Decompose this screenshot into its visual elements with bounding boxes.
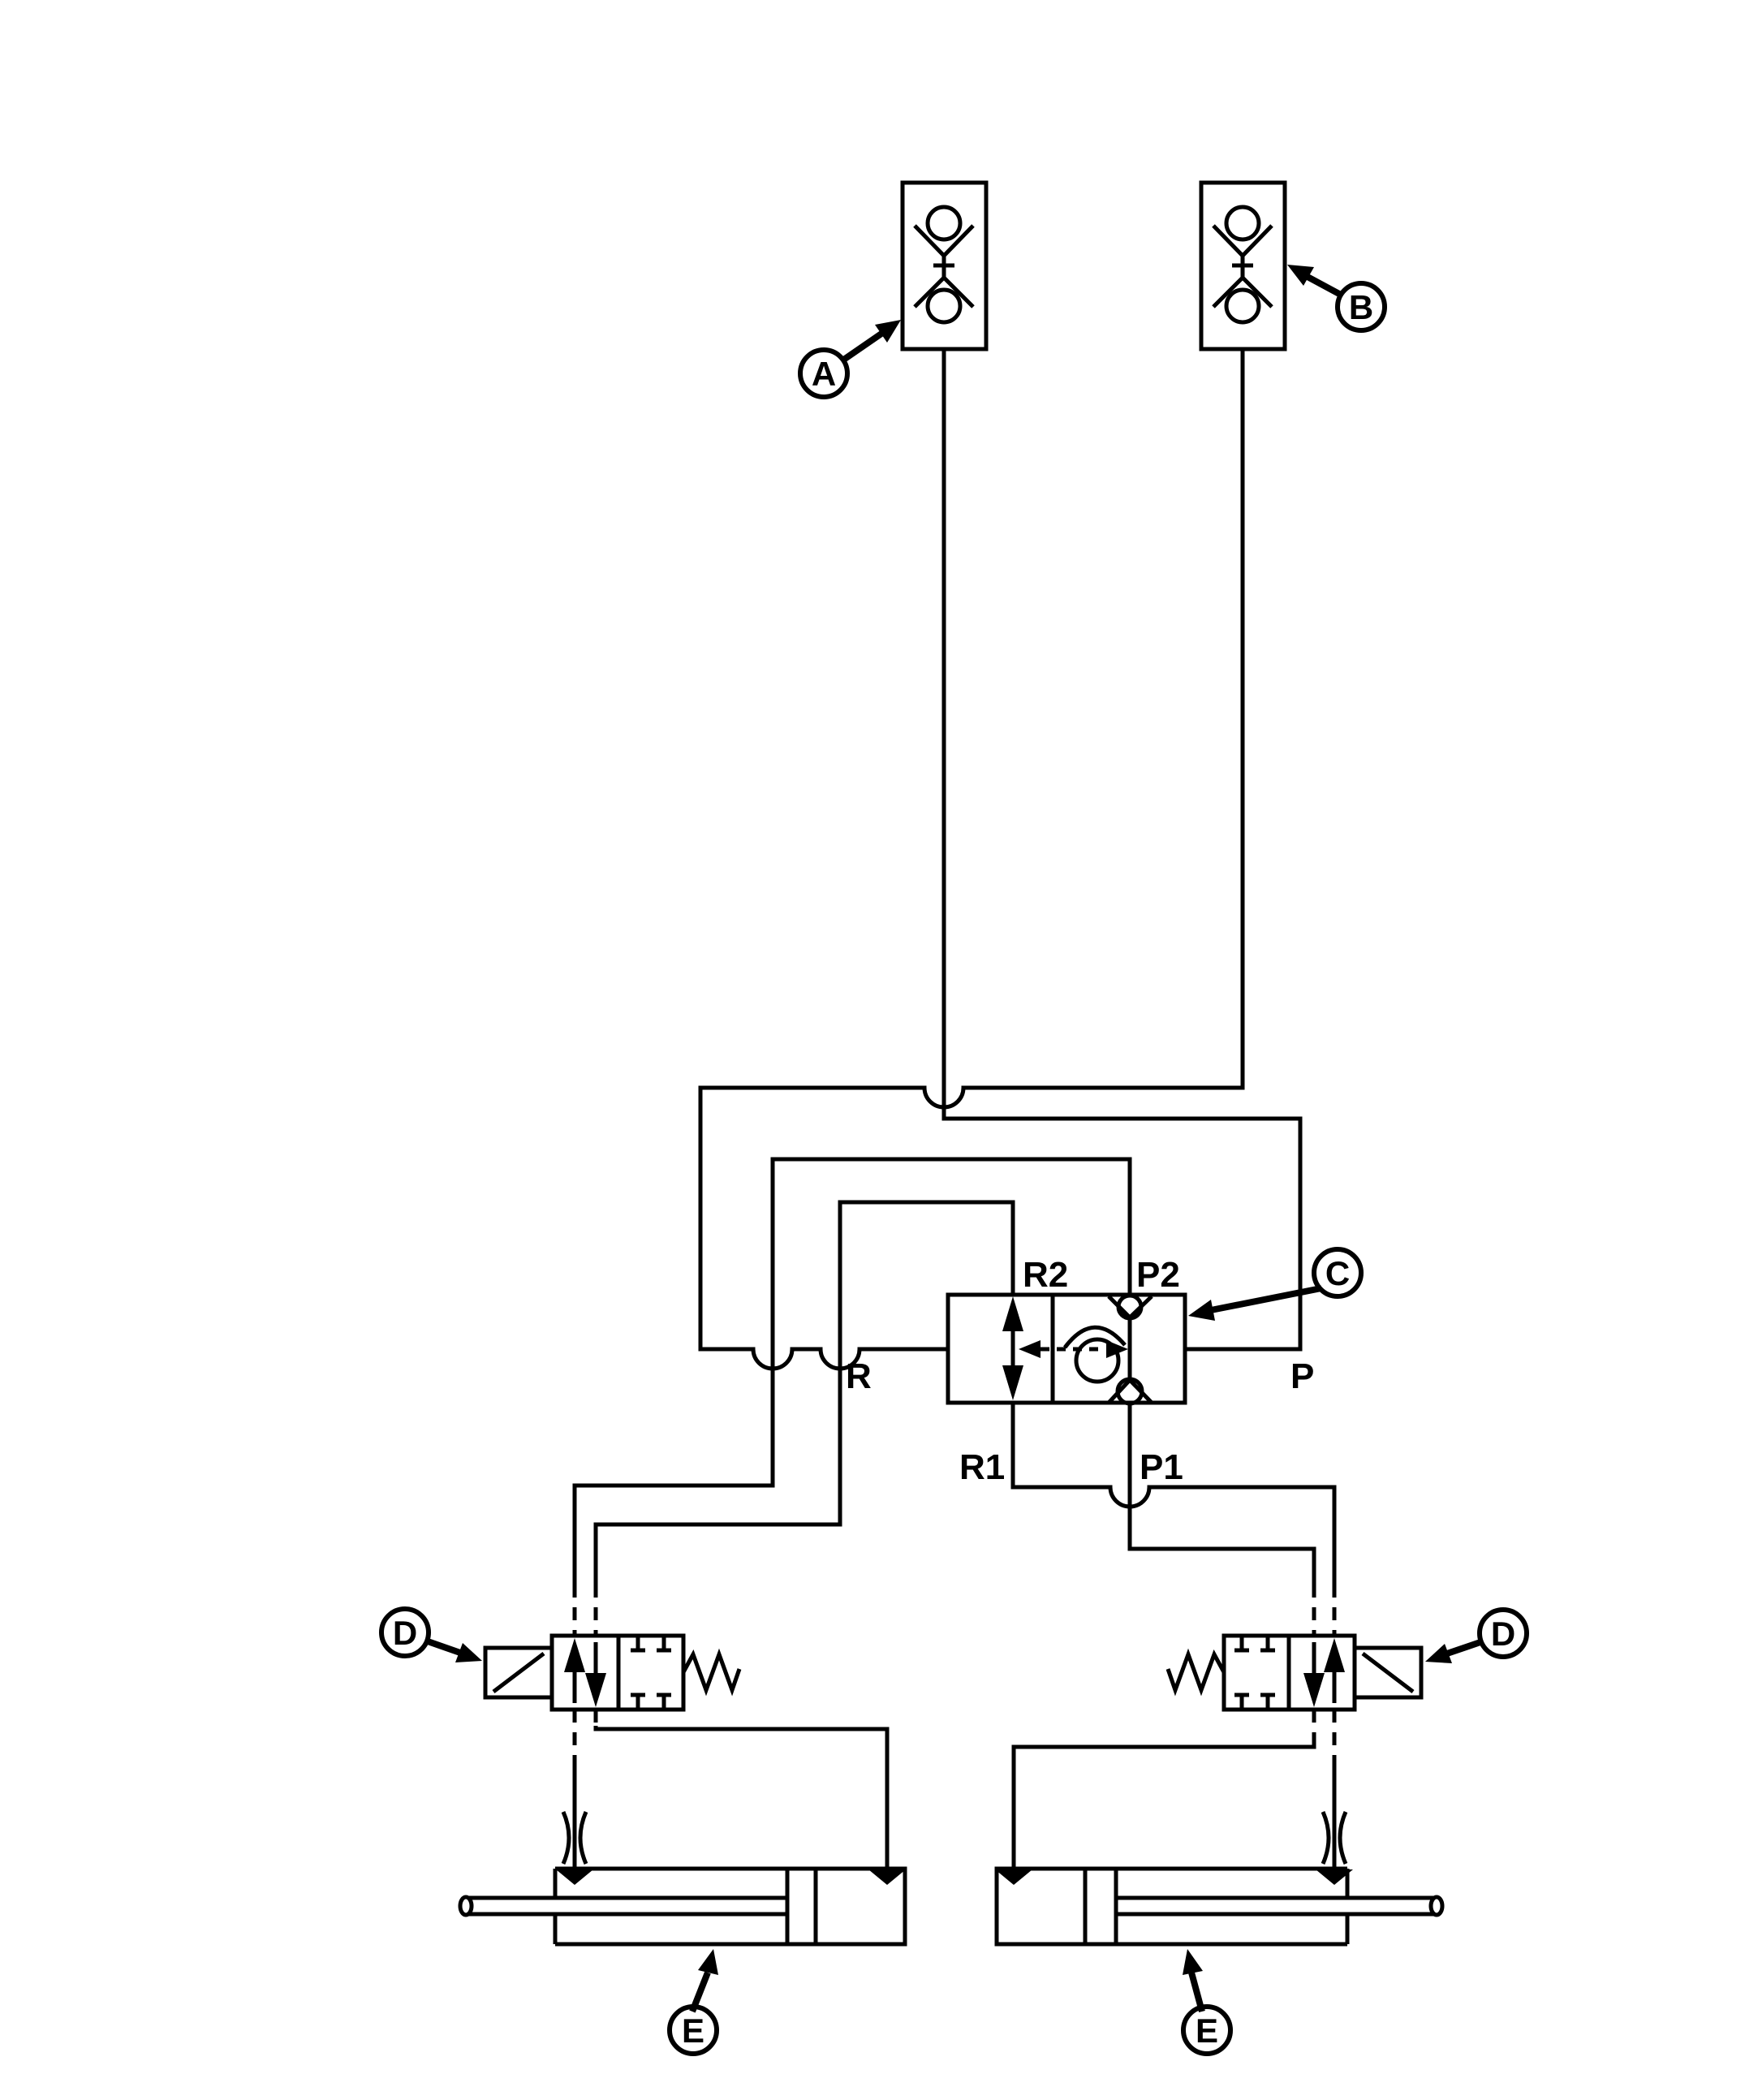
flow-restrictor-right-icon: [1321, 1810, 1348, 1865]
solenoid-valve-d-left: [483, 1633, 742, 1712]
valve-c-arc-symbol: [1063, 1325, 1127, 1349]
port-labels: R2 P2 R P R1 P1: [846, 1255, 1314, 1487]
callout-e-right-arrow: [1183, 1949, 1203, 1975]
cylinder-left-rod: [469, 1895, 787, 1917]
valve-c-down-arrow: [1002, 1365, 1023, 1400]
callout-e-left-balloon: [667, 2004, 719, 2056]
callout-e-left-letter: E: [682, 2012, 704, 2050]
line-p2-to-left-valve: [572, 1157, 1132, 1585]
callout-b-balloon: [1335, 281, 1387, 333]
valve-dl-down-arrow: [585, 1673, 606, 1707]
callout-e-left: E: [667, 1949, 719, 2056]
valve-dl-blocked-ports: [631, 1636, 671, 1710]
quick-coupler-b: [1199, 180, 1287, 351]
valve-dl-spring-icon: [681, 1648, 742, 1697]
cylinder-right-shell: [994, 1866, 1347, 1947]
callout-c: C: [1188, 1247, 1364, 1321]
callout-e-right: E: [1181, 1949, 1233, 2056]
callout-d-left-arrow: [455, 1643, 482, 1662]
valve-dr-blocked-ports: [1234, 1636, 1275, 1710]
arrow-left-cylinder-cap-port: [868, 1869, 906, 1885]
line-a-to-p: [941, 349, 1303, 1352]
valve-dr-solenoid-slash: [1361, 1652, 1415, 1693]
callout-c-arrow: [1188, 1300, 1215, 1321]
flow-restrictor-left-icon: [561, 1810, 588, 1865]
valve-dr-up-arrow: [1324, 1638, 1345, 1672]
callout-a-letter: A: [812, 355, 836, 393]
callout-d-right: D: [1425, 1607, 1529, 1663]
valve-dr-solenoid-box: [1352, 1645, 1424, 1700]
port-label-p: P: [1290, 1356, 1314, 1396]
quick-coupler-a: [900, 180, 989, 351]
port-label-r: R: [846, 1356, 872, 1396]
arrow-left-cylinder-rod-port: [556, 1869, 593, 1885]
line-left-valve-to-left-cylinder-cap-port: [593, 1726, 890, 1869]
callout-a-arrow: [875, 320, 901, 343]
callout-a: A: [798, 320, 901, 399]
tubing-lines: [572, 349, 1337, 1869]
flow-arrows-into-cylinders: [556, 1869, 1353, 1885]
line-r1-to-right-valve: [1010, 1403, 1337, 1585]
valve-dl-up-arrow: [564, 1638, 585, 1672]
cylinder-e-left: [458, 1866, 907, 1947]
callout-a-balloon: [798, 347, 850, 399]
line-b-to-r: [698, 349, 1245, 1371]
arrow-right-cylinder-rod-port: [1316, 1869, 1353, 1885]
callout-c-letter: C: [1325, 1254, 1350, 1292]
cylinder-right-piston: [1083, 1869, 1118, 1944]
cylinder-left-piston: [785, 1869, 818, 1944]
cylinder-left-rod-end: [458, 1895, 474, 1917]
callout-e-right-balloon: [1181, 2004, 1233, 2056]
valve-c-top-check: [1107, 1295, 1153, 1321]
callout-d-left-letter: D: [393, 1614, 417, 1652]
callout-d-right-letter: D: [1491, 1615, 1515, 1653]
line-p1-to-right-valve: [1127, 1403, 1316, 1585]
callout-e-right-letter: E: [1196, 2012, 1218, 2050]
valve-dr-spring-icon: [1165, 1648, 1226, 1697]
callout-e-left-arrow: [698, 1949, 718, 1975]
valve-c-bottom-check: [1107, 1377, 1153, 1404]
cylinder-left-shell: [555, 1866, 907, 1947]
valve-c-circle-symbol: [1074, 1337, 1121, 1384]
valve-dl-solenoid-box: [483, 1645, 554, 1700]
cylinder-right-rod: [1116, 1895, 1433, 1917]
arrow-right-cylinder-cap-port: [995, 1869, 1032, 1885]
callout-d-left: D: [379, 1606, 482, 1662]
line-r2-to-left-valve: [593, 1200, 1015, 1585]
valve-dl-solenoid-slash: [492, 1652, 545, 1693]
cylinder-e-right: [994, 1866, 1445, 1947]
valve-c-up-arrow: [1002, 1296, 1023, 1331]
callout-d-right-balloon: [1477, 1607, 1529, 1659]
valve-dr-down-arrow: [1303, 1673, 1325, 1707]
port-label-r2: R2: [1023, 1255, 1068, 1295]
callout-c-balloon: [1312, 1247, 1364, 1299]
solenoid-valve-d-right: [1165, 1633, 1424, 1712]
line-right-valve-to-right-cylinder-cap-port: [1011, 1744, 1316, 1869]
port-label-r1: R1: [959, 1447, 1005, 1487]
valve-c-body: [946, 1292, 1187, 1405]
selector-valve-c: [946, 1292, 1187, 1406]
callout-d-left-balloon: [379, 1606, 431, 1658]
port-label-p2: P2: [1136, 1255, 1180, 1295]
callout-b-letter: B: [1349, 288, 1373, 326]
port-label-p1: P1: [1140, 1447, 1183, 1487]
callout-d-right-arrow: [1425, 1644, 1452, 1663]
callout-b: B: [1287, 265, 1387, 333]
callout-b-arrow: [1287, 265, 1314, 286]
cylinder-right-rod-end: [1428, 1895, 1445, 1917]
